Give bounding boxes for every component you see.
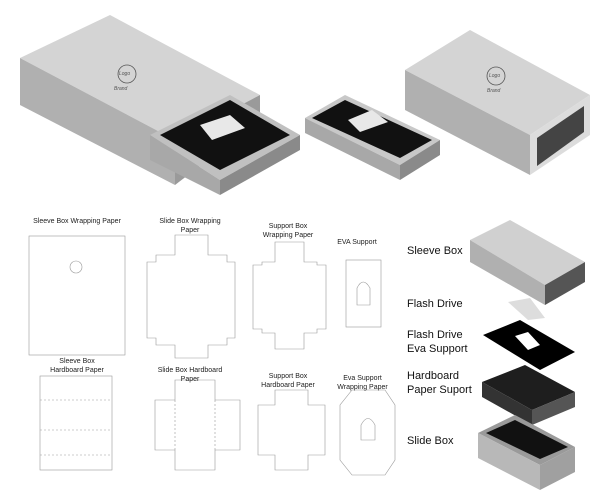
- label-slide-wrapping: Slide Box Wrapping Paper: [159, 218, 221, 234]
- label-support-wrapping: Support Box Wrapping Paper: [262, 223, 314, 239]
- label-flash-drive: Flash Drive: [407, 298, 463, 310]
- exploded-view: [470, 220, 585, 490]
- logo-mark-sleeve: Logo: [489, 73, 501, 79]
- label-slide-hardboard: Slide Box Hardboard Paper: [157, 367, 223, 383]
- dielines: [28, 234, 396, 476]
- label-eva-wrapping: Eva Support Wrapping Paper: [337, 375, 388, 391]
- label-hardboard-support: Hardboard Paper Suport: [407, 370, 472, 396]
- open-slide-box: [305, 95, 440, 180]
- logo-mark: Logo: [119, 71, 131, 77]
- label-eva-support: EVA Support: [337, 239, 377, 246]
- sleeve-box-3d: [405, 30, 590, 175]
- logo-brand-sleeve: Brand: [487, 88, 501, 94]
- label-sleeve-hardboard: Sleeve Box Hardboard Paper: [50, 358, 104, 374]
- label-support-hardboard: Support Box Hardboard Paper: [261, 373, 315, 389]
- label-sleeve-wrapping: Sleeve Box Wrapping Paper: [33, 218, 121, 225]
- assembled-box-with-drive: [20, 15, 300, 195]
- label-sleeve-box: Sleeve Box: [407, 245, 463, 257]
- label-flash-drive-eva: Flash Drive Eva Support: [407, 329, 468, 355]
- logo-brand: Brand: [114, 86, 128, 92]
- label-slide-box: Slide Box: [407, 435, 454, 447]
